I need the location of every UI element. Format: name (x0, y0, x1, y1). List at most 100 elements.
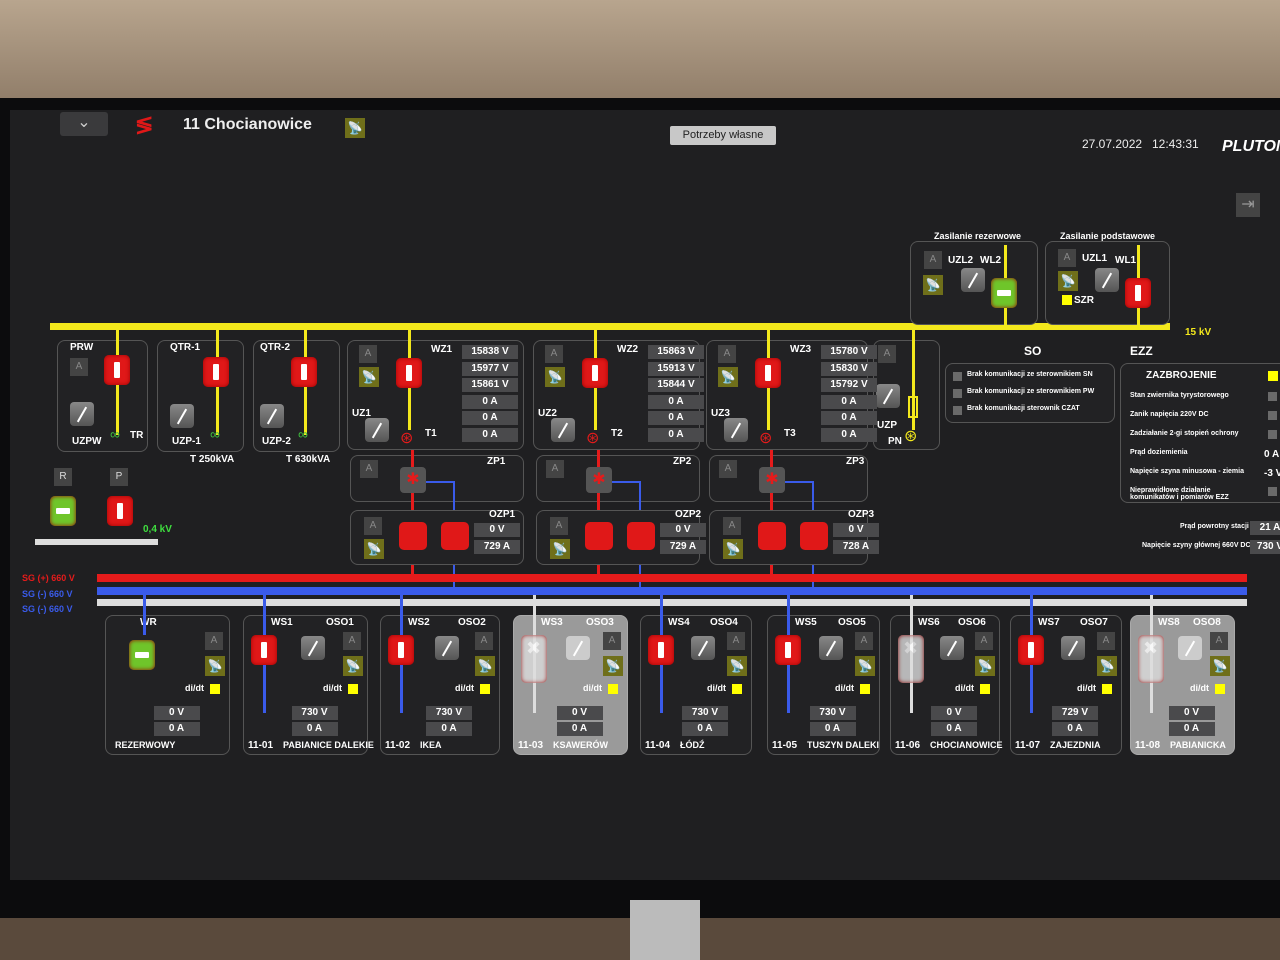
uz-switch[interactable] (551, 418, 575, 442)
oso-switch[interactable] (565, 636, 590, 660)
ozp-breaker-minus[interactable] (627, 522, 655, 550)
ws-label: WS4 (668, 617, 690, 628)
uz-switch[interactable] (724, 418, 748, 442)
feeder-voltage: 0 V (931, 706, 977, 720)
a-button[interactable]: A (550, 517, 568, 535)
a-button[interactable]: A (343, 632, 361, 650)
comm-icon[interactable]: 📡 (550, 539, 570, 559)
uzl2-label: UZL2 (948, 255, 973, 266)
ws-breaker[interactable] (129, 640, 155, 670)
ozp-breaker-plus[interactable] (758, 522, 786, 550)
uz-switch[interactable] (365, 418, 389, 442)
comm-icon[interactable]: 📡 (1097, 656, 1117, 676)
comm-icon[interactable]: 📡 (364, 539, 384, 559)
uzl2-switch[interactable] (961, 268, 985, 292)
comm-icon[interactable]: 📡 (1210, 656, 1230, 676)
wz-breaker[interactable] (755, 358, 781, 388)
oso-label: OSO3 (586, 617, 614, 628)
a-button[interactable]: A (364, 517, 382, 535)
wl2-breaker[interactable] (991, 278, 1017, 308)
a-button[interactable]: A (1097, 632, 1115, 650)
oso-switch[interactable] (435, 636, 459, 660)
comm-icon[interactable]: 📡 (975, 656, 995, 676)
p-breaker[interactable] (107, 496, 133, 526)
wz-breaker[interactable] (582, 358, 608, 388)
a-button[interactable]: A (727, 632, 745, 650)
comm-icon[interactable]: 📡 (545, 367, 565, 387)
diode-icon[interactable]: ✱ (586, 467, 612, 493)
comm-icon[interactable]: 📡 (723, 539, 743, 559)
logout-icon[interactable]: ⇥ (1236, 193, 1260, 217)
oso-switch[interactable] (940, 636, 964, 660)
a-button[interactable]: A (723, 517, 741, 535)
diode-icon[interactable]: ✱ (759, 467, 785, 493)
qtr2-breaker[interactable] (291, 357, 317, 387)
ozp-breaker-plus[interactable] (585, 522, 613, 550)
a-button[interactable]: A (718, 345, 736, 363)
feeder-voltage: 730 V (809, 706, 856, 720)
a-button[interactable]: A (975, 632, 993, 650)
ws-breaker[interactable] (648, 635, 674, 665)
ws-breaker[interactable] (1018, 635, 1044, 665)
a-button[interactable]: A (205, 632, 223, 650)
a-button[interactable]: A (719, 460, 737, 478)
ozp-breaker-minus[interactable] (800, 522, 828, 550)
oso-switch[interactable] (1061, 636, 1085, 660)
oso-switch[interactable] (300, 636, 325, 660)
prw-a-button[interactable]: A (70, 358, 88, 376)
oso-switch[interactable] (818, 636, 843, 660)
feeder-current: 0 A (426, 722, 472, 736)
a-button[interactable]: A (855, 632, 873, 650)
p-label-box[interactable]: P (110, 468, 128, 486)
uzp1-switch[interactable] (170, 404, 194, 428)
ws-breaker[interactable] (775, 635, 801, 665)
a-button[interactable]: A (1210, 632, 1228, 650)
a-button[interactable]: A (475, 632, 493, 650)
sg-minus-label-2: SG (-) 660 V (22, 604, 73, 614)
comm-icon[interactable]: 📡 (727, 656, 747, 676)
comm-icon[interactable]: 📡 (205, 656, 225, 676)
ozp-label: OZP2 (675, 509, 702, 520)
ws-breaker[interactable] (388, 635, 414, 665)
reserve-a-button[interactable]: A (924, 251, 942, 269)
ws-breaker[interactable] (898, 635, 924, 683)
uzp1-label: UZP-1 (172, 436, 201, 447)
a-button[interactable]: A (359, 345, 377, 363)
ozp-breaker-minus[interactable] (441, 522, 469, 550)
comm-icon[interactable]: 📡 (603, 656, 623, 676)
comm-icon[interactable]: 📡 (343, 656, 363, 676)
a-button[interactable]: A (545, 345, 563, 363)
feeder-code: 11-02 (385, 740, 411, 751)
a-button[interactable]: A (603, 632, 621, 650)
comm-icon[interactable]: 📡 (359, 367, 379, 387)
ws-breaker[interactable] (1138, 635, 1164, 683)
uzl1-switch[interactable] (1095, 268, 1119, 292)
potrzeby-wlasne-button[interactable]: Potrzeby własne (670, 126, 776, 145)
r-breaker[interactable] (50, 496, 76, 526)
menu-dropdown-button[interactable]: ⌄ (60, 112, 108, 136)
comm-icon[interactable]: 📡 (855, 656, 875, 676)
uzp-switch[interactable] (876, 384, 900, 408)
a-button[interactable]: A (360, 460, 378, 478)
oso-switch[interactable] (691, 636, 715, 660)
a-button[interactable]: A (546, 460, 564, 478)
uzpw-switch[interactable] (70, 402, 94, 426)
comm-icon[interactable]: 📡 (475, 656, 495, 676)
ezz-row-indicator (1268, 430, 1277, 439)
wz-breaker[interactable] (396, 358, 422, 388)
communication-icon[interactable]: 📡 (345, 118, 365, 138)
ws-breaker[interactable] (251, 635, 277, 665)
uzp2-switch[interactable] (260, 404, 284, 428)
main-a-button[interactable]: A (1058, 249, 1076, 267)
r-label-box[interactable]: R (54, 468, 72, 486)
ozp-breaker-plus[interactable] (399, 522, 427, 550)
oso-switch[interactable] (1177, 636, 1202, 660)
qtr1-breaker[interactable] (203, 357, 229, 387)
transformer-icon: ⊛ (400, 430, 414, 447)
prw-breaker[interactable] (104, 355, 130, 385)
wl1-breaker[interactable] (1125, 278, 1151, 308)
pn-a-button[interactable]: A (878, 345, 896, 363)
diode-icon[interactable]: ✱ (400, 467, 426, 493)
comm-icon[interactable]: 📡 (718, 367, 738, 387)
ws-breaker[interactable] (521, 635, 547, 683)
